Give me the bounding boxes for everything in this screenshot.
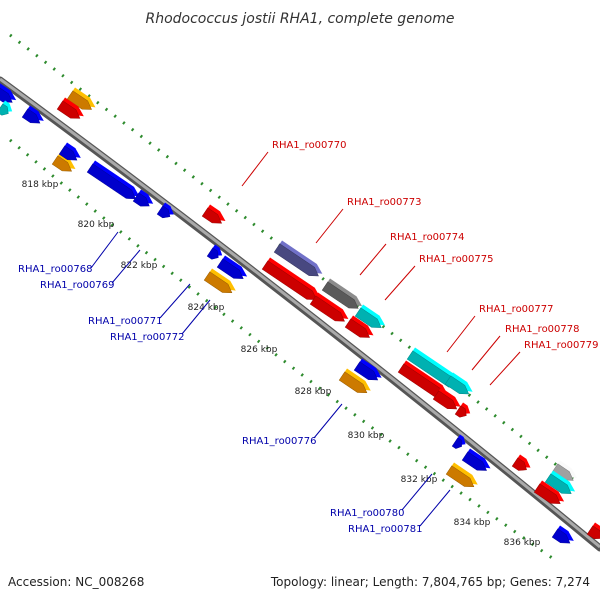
gene-label-bottom: RHA1_ro00776	[242, 436, 317, 447]
gene-label-top: RHA1_ro00770	[272, 140, 347, 151]
inner-dotted-line	[9, 138, 556, 562]
gene-label-top: RHA1_ro00779	[524, 340, 599, 351]
gene-label-bottom: RHA1_ro00780	[330, 508, 405, 519]
gene-blue-27	[451, 434, 466, 449]
label-leader-lines	[90, 151, 521, 527]
gene-purple-14	[273, 240, 323, 277]
leader-line	[181, 299, 211, 335]
accession-text: Accession: NC_008268	[8, 575, 144, 589]
gene-red-19	[344, 315, 374, 338]
leader-line	[489, 351, 521, 386]
leader-line	[401, 473, 433, 511]
tick-label: 820 kbp	[78, 220, 115, 230]
gene-red-3	[56, 97, 84, 119]
gene-blue-6	[58, 142, 81, 161]
gene-blue-1	[21, 105, 44, 124]
gene-red-30	[511, 454, 531, 471]
gene-label-top: RHA1_ro00774	[390, 232, 465, 243]
tick-label: 832 kbp	[401, 475, 438, 485]
topology-text: Topology: linear; Length: 7,804,765 bp; …	[270, 575, 590, 589]
backbone-highlight	[0, 77, 600, 549]
gene-blue-11	[206, 244, 223, 260]
leader-line	[241, 151, 269, 187]
genome-backbone	[0, 76, 600, 552]
gene-blue-8	[132, 189, 154, 207]
leader-line	[315, 208, 344, 244]
gene-label-top: RHA1_ro00775	[419, 254, 494, 265]
gene-red-15	[261, 257, 321, 300]
gene-blue-21	[353, 358, 382, 381]
gene-gray-16	[321, 278, 363, 309]
tick-label: 826 kbp	[241, 345, 278, 355]
outer-dotted-line	[9, 33, 576, 482]
gene-labels: RHA1_ro00770RHA1_ro00773RHA1_ro00774RHA1…	[18, 140, 599, 535]
gene-label-top: RHA1_ro00778	[505, 324, 580, 335]
map-title: Rhodococcus jostii RHA1, complete genome	[145, 11, 454, 27]
gene-orange-5	[51, 152, 76, 172]
gene-red-25	[432, 387, 461, 410]
dotted-guide-lines	[9, 33, 576, 562]
tick-label: 822 kbp	[121, 261, 158, 271]
gene-cyan-24	[444, 372, 473, 395]
gene-label-top: RHA1_ro00773	[347, 197, 422, 208]
leader-line	[359, 243, 387, 276]
leader-line	[419, 489, 451, 527]
gene-red-26	[454, 402, 471, 418]
gene-blue-12	[216, 255, 248, 279]
gene-red-35	[586, 522, 600, 540]
gene-orange-20	[338, 368, 371, 394]
tick-label: 824 kbp	[188, 303, 225, 313]
gene-blue-28	[461, 448, 491, 471]
tick-label: 830 kbp	[348, 431, 385, 441]
leader-line	[111, 249, 141, 284]
gene-label-top: RHA1_ro00777	[479, 304, 554, 315]
gene-orange-2	[66, 87, 96, 110]
gene-label-bottom: RHA1_ro00768	[18, 264, 93, 275]
gene-red-33	[533, 480, 565, 504]
gene-blue-34	[551, 525, 574, 544]
gene-blue-7	[86, 160, 140, 200]
tick-label: 828 kbp	[295, 387, 332, 397]
gene-orange-13	[203, 268, 236, 294]
scale-ticks: 818 kbp 820 kbp 822 kbp 824 kbp 826 kbp 828 k…	[22, 180, 541, 548]
leader-line	[471, 335, 501, 371]
tick-label: 818 kbp	[22, 180, 59, 190]
leader-line	[90, 231, 119, 269]
gene-label-bottom: RHA1_ro00772	[110, 332, 185, 343]
leader-line	[313, 403, 343, 439]
tick-label: 834 kbp	[454, 518, 491, 528]
leader-line	[446, 315, 476, 353]
gene-blue-0	[0, 82, 17, 103]
gene-orange-29	[445, 462, 478, 488]
leader-line	[159, 283, 191, 319]
gene-features	[0, 82, 600, 544]
gene-cyan-18	[354, 304, 386, 328]
gene-blue-9	[156, 202, 174, 219]
gene-label-bottom: RHA1_ro00769	[40, 280, 115, 291]
leader-line	[384, 265, 416, 301]
tick-label: 836 kbp	[504, 538, 541, 548]
gene-red-17	[309, 292, 349, 322]
gene-label-bottom: RHA1_ro00771	[88, 316, 163, 327]
gene-cyan-4	[0, 100, 13, 116]
gene-cyan-32	[544, 470, 576, 494]
gene-label-bottom: RHA1_ro00781	[348, 524, 423, 535]
gene-red-10	[201, 204, 226, 224]
